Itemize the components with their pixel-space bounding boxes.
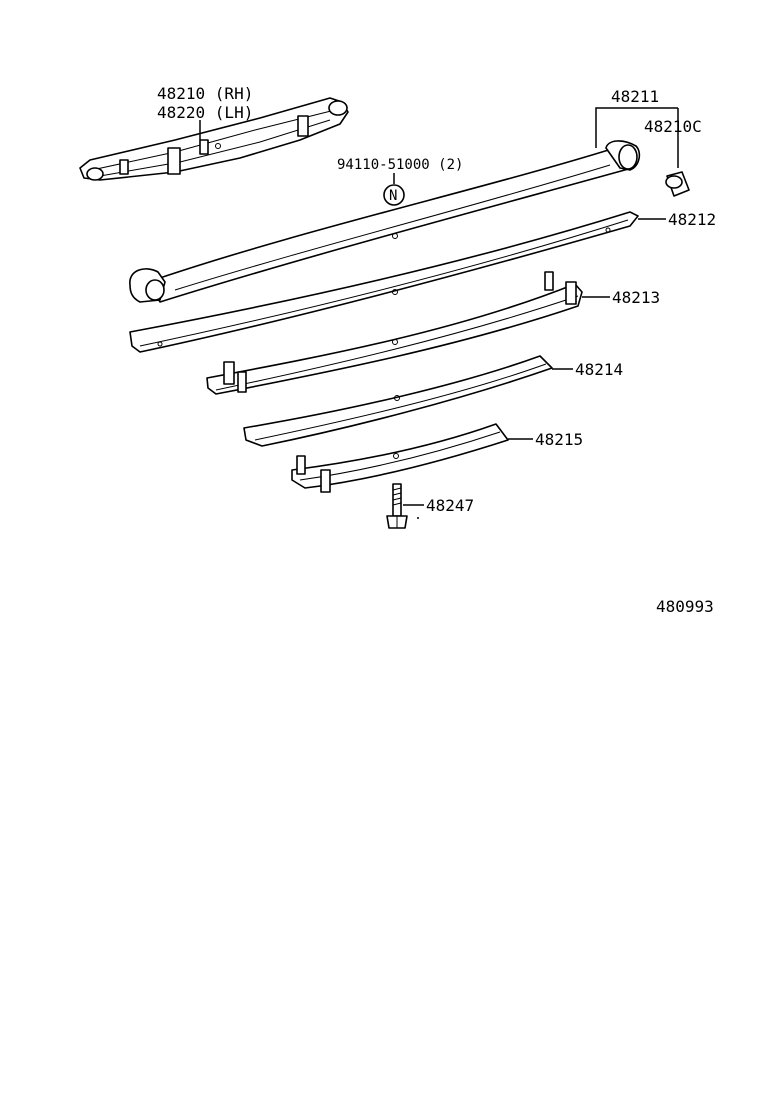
bolt-symbol-label: N xyxy=(389,188,397,204)
bushing-48210c xyxy=(665,171,690,197)
assembly-lh-label: 48220 (LH) xyxy=(157,103,253,122)
stray-dot xyxy=(417,517,419,519)
assembly-rh-label: 48210 (RH) xyxy=(157,84,253,103)
leaf-2-label: 48212 xyxy=(668,210,716,229)
bolt-callout-label: 94110-51000 (2) xyxy=(337,157,463,173)
leaf-4-label: 48214 xyxy=(575,360,623,379)
bolt-symbol-circle xyxy=(383,184,405,206)
center-bolt-48247 xyxy=(386,483,408,529)
leaf-3-label: 48213 xyxy=(612,288,660,307)
bushing-label: 48210C xyxy=(644,117,702,136)
leaf-5-label: 48215 xyxy=(535,430,583,449)
center-bolt-label: 48247 xyxy=(426,496,474,515)
leaf-48214 xyxy=(243,355,553,447)
leaf-48213 xyxy=(206,271,583,395)
main-leaf-48211 xyxy=(129,140,641,303)
leaf-spring-assembly xyxy=(79,97,349,181)
leaf-main-label: 48211 xyxy=(611,87,659,106)
leaf-48212 xyxy=(129,211,639,353)
leaf-48215 xyxy=(291,423,509,493)
diagram-id: 480993 xyxy=(656,597,714,616)
leaf-main-leader xyxy=(595,107,678,148)
